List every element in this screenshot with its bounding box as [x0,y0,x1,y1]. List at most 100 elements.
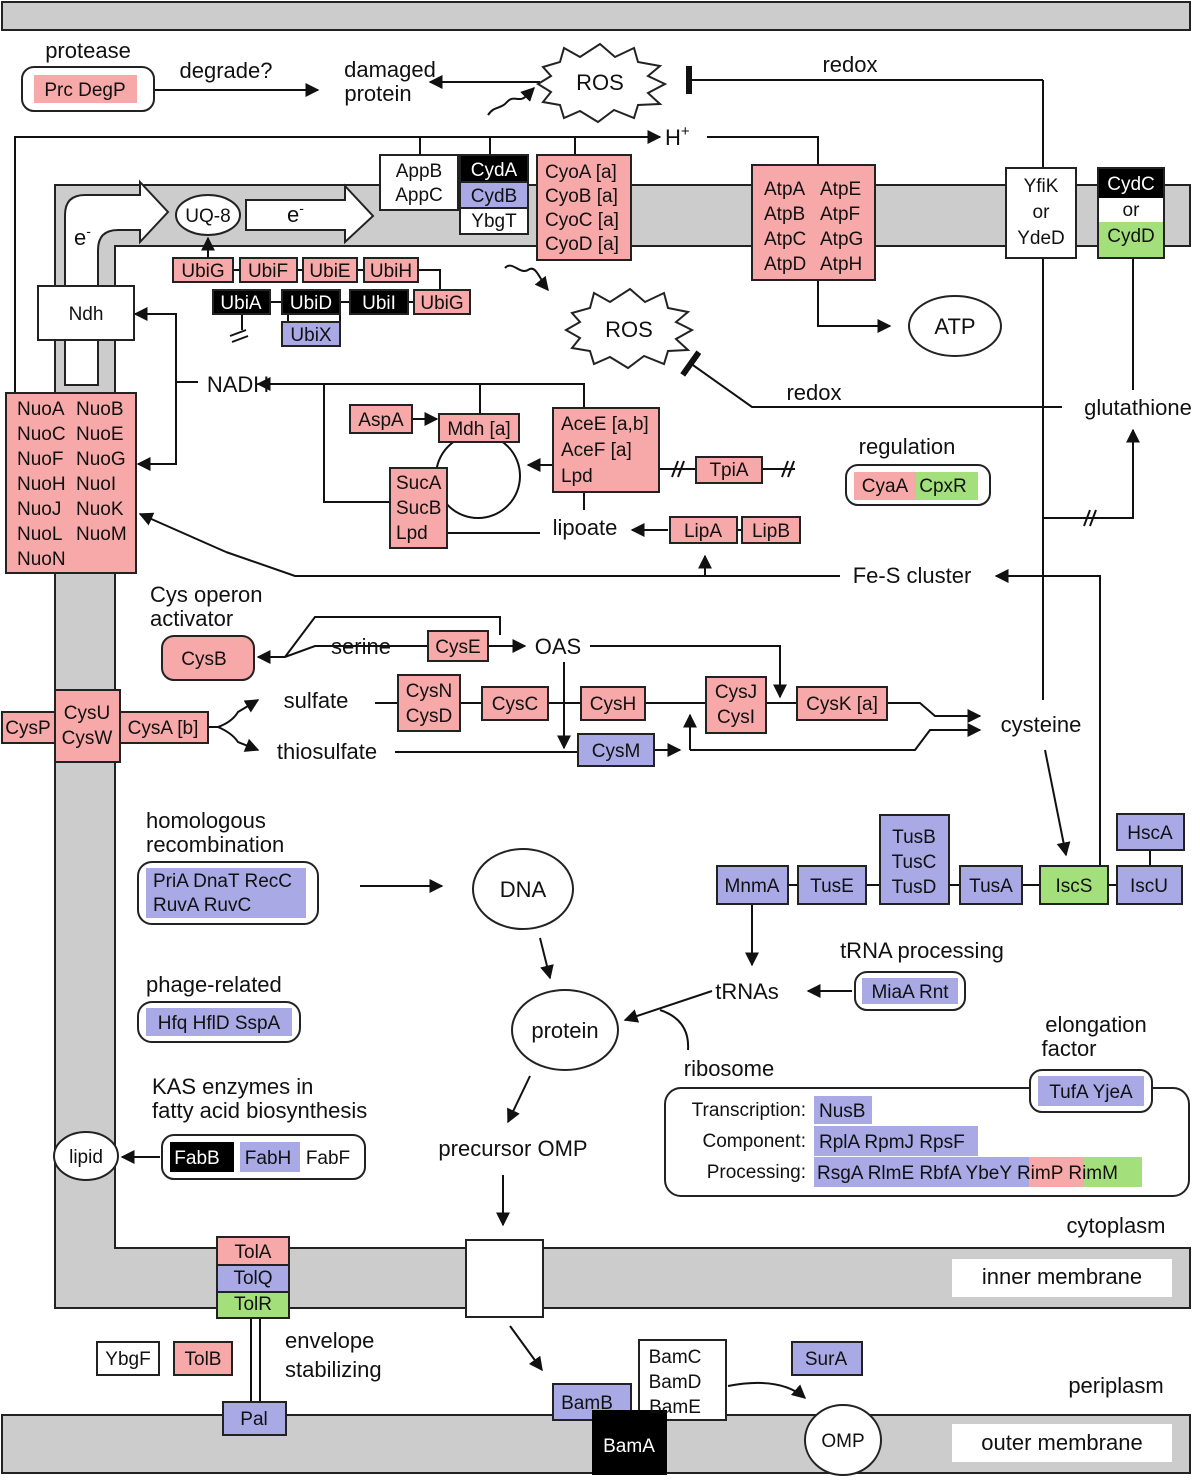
top-membrane-strip [1,1,1191,31]
appc-label: AppC [395,185,443,206]
pal-box [222,1401,287,1436]
appb-label: AppB [396,161,442,182]
e-minus-right-label: e- [287,200,304,227]
tusc-label: TusC [892,852,937,873]
cysj-label: CysJ [715,682,757,703]
ubia-box [212,289,271,315]
hsca-box [1116,813,1185,851]
cysp-label: CysP [5,718,50,739]
lpd-ace-label: Lpd [561,466,593,487]
bamb-label: BamB [561,1393,613,1414]
omp-node [804,1404,882,1476]
ybgt-box [459,207,529,235]
serine-label: serine [331,634,391,659]
ydee-label: YdeD [1017,228,1065,249]
cysm-label: CysM [592,741,641,762]
lipid-label: lipid [69,1147,103,1168]
nuoc-label: NuoC [17,424,66,445]
pria-dnat-recc-label: PriA DnaT RecC [153,871,292,892]
dna-node [472,848,574,930]
atpd-label: AtpD [764,254,806,275]
cysu-label: CysU [64,703,110,724]
nuol-label: NuoL [17,524,62,545]
ubii-box [349,289,409,315]
dna-label: DNA [500,877,547,902]
tolb-box [173,1341,233,1376]
prc-degp-label: Prc DegP [44,80,125,101]
inner-membrane-band [54,184,1191,1309]
cysi-label: CysI [717,707,755,728]
damaged-label: damaged [344,57,436,82]
component-proteins-label: RplA RpmJ RpsF [819,1132,965,1153]
atpf-label: AtpF [820,204,860,225]
acee-label: AceE [a,b] [561,414,649,435]
stabilizing-label: stabilizing [285,1357,382,1382]
recombination-fill [146,868,306,918]
atpe-label: AtpE [820,179,861,200]
fes-cluster-label: Fe-S cluster [853,563,972,588]
phage-related-label: phage-related [146,972,282,997]
nuof-label: NuoF [17,449,63,470]
fabb-fill [170,1142,234,1172]
miaa-rnt-fill [862,978,958,1004]
ruva-ruvc-label: RuvA RuvC [153,895,251,916]
regulation-label: regulation [859,434,956,459]
nuon-label: NuoN [17,549,66,570]
nuok-label: NuoK [76,499,124,520]
uq8-node [175,194,241,236]
yfik-or-label: or [1033,202,1051,223]
fabh-label: FabH [245,1148,291,1169]
cyda-label: CydA [471,160,518,181]
nuoh-label: NuoH [17,474,66,495]
yfik-label: YfiK [1024,176,1059,197]
recombination-label: recombination [146,832,284,857]
tusa-box [959,865,1023,905]
cysk-box [796,686,888,721]
ribosome-label: ribosome [684,1056,774,1081]
tpia-box [695,456,763,484]
omp-label: OMP [821,1431,864,1452]
cydb-label: CydB [471,186,517,207]
boxes [1,42,1190,1476]
ros-burst-mid [563,287,695,370]
lpd-suc-label: Lpd [396,523,428,544]
nusb-label: NusB [819,1101,865,1122]
aspa-box [349,404,413,434]
bame-label: BamE [649,1397,701,1418]
envelope-label: envelope [285,1328,374,1353]
bama-box [592,1410,667,1475]
factor-label: factor [1041,1036,1096,1061]
fatty-acid-label: fatty acid biosynthesis [152,1098,367,1123]
cysb-label: CysB [181,649,226,670]
tolr-box [216,1291,290,1319]
suca-label: SucA [396,473,442,494]
cysk-label: CysK [a] [806,694,878,715]
iscs-box [1039,865,1109,905]
ros-label-top: ROS [576,70,624,95]
atp-label: ATP [934,314,975,339]
processing-proteins-label: RsgA RlmE RbfA YbeY RimP RimM [817,1163,1118,1184]
lipoate-label: lipoate [553,515,618,540]
redox-label-top: redox [822,52,877,77]
cysn-label: CysN [406,681,452,702]
atpb-label: AtpB [764,204,805,225]
sura-box [791,1341,863,1376]
atpa-label: AtpA [764,179,806,200]
rimp-fill [1029,1157,1084,1187]
lipb-box [741,516,801,544]
nuoe-label: NuoE [76,424,124,445]
pal-label: Pal [240,1409,267,1430]
redox-label-mid: redox [786,380,841,405]
component-fill [814,1126,978,1156]
inner-membrane-label-bg [952,1259,1172,1297]
cyaa-label: CyaA [862,476,909,497]
cydc-label: CydC [1107,174,1155,195]
ubid-box [281,289,341,315]
atp-node [908,295,1002,357]
ndh-label: Ndh [69,304,104,325]
homologous-label: homologous [146,808,266,833]
yfik-box [1005,167,1077,259]
acef-label: AceF [a] [561,440,632,461]
aspa-label: AspA [358,410,404,431]
ubig-top-box [172,257,234,283]
